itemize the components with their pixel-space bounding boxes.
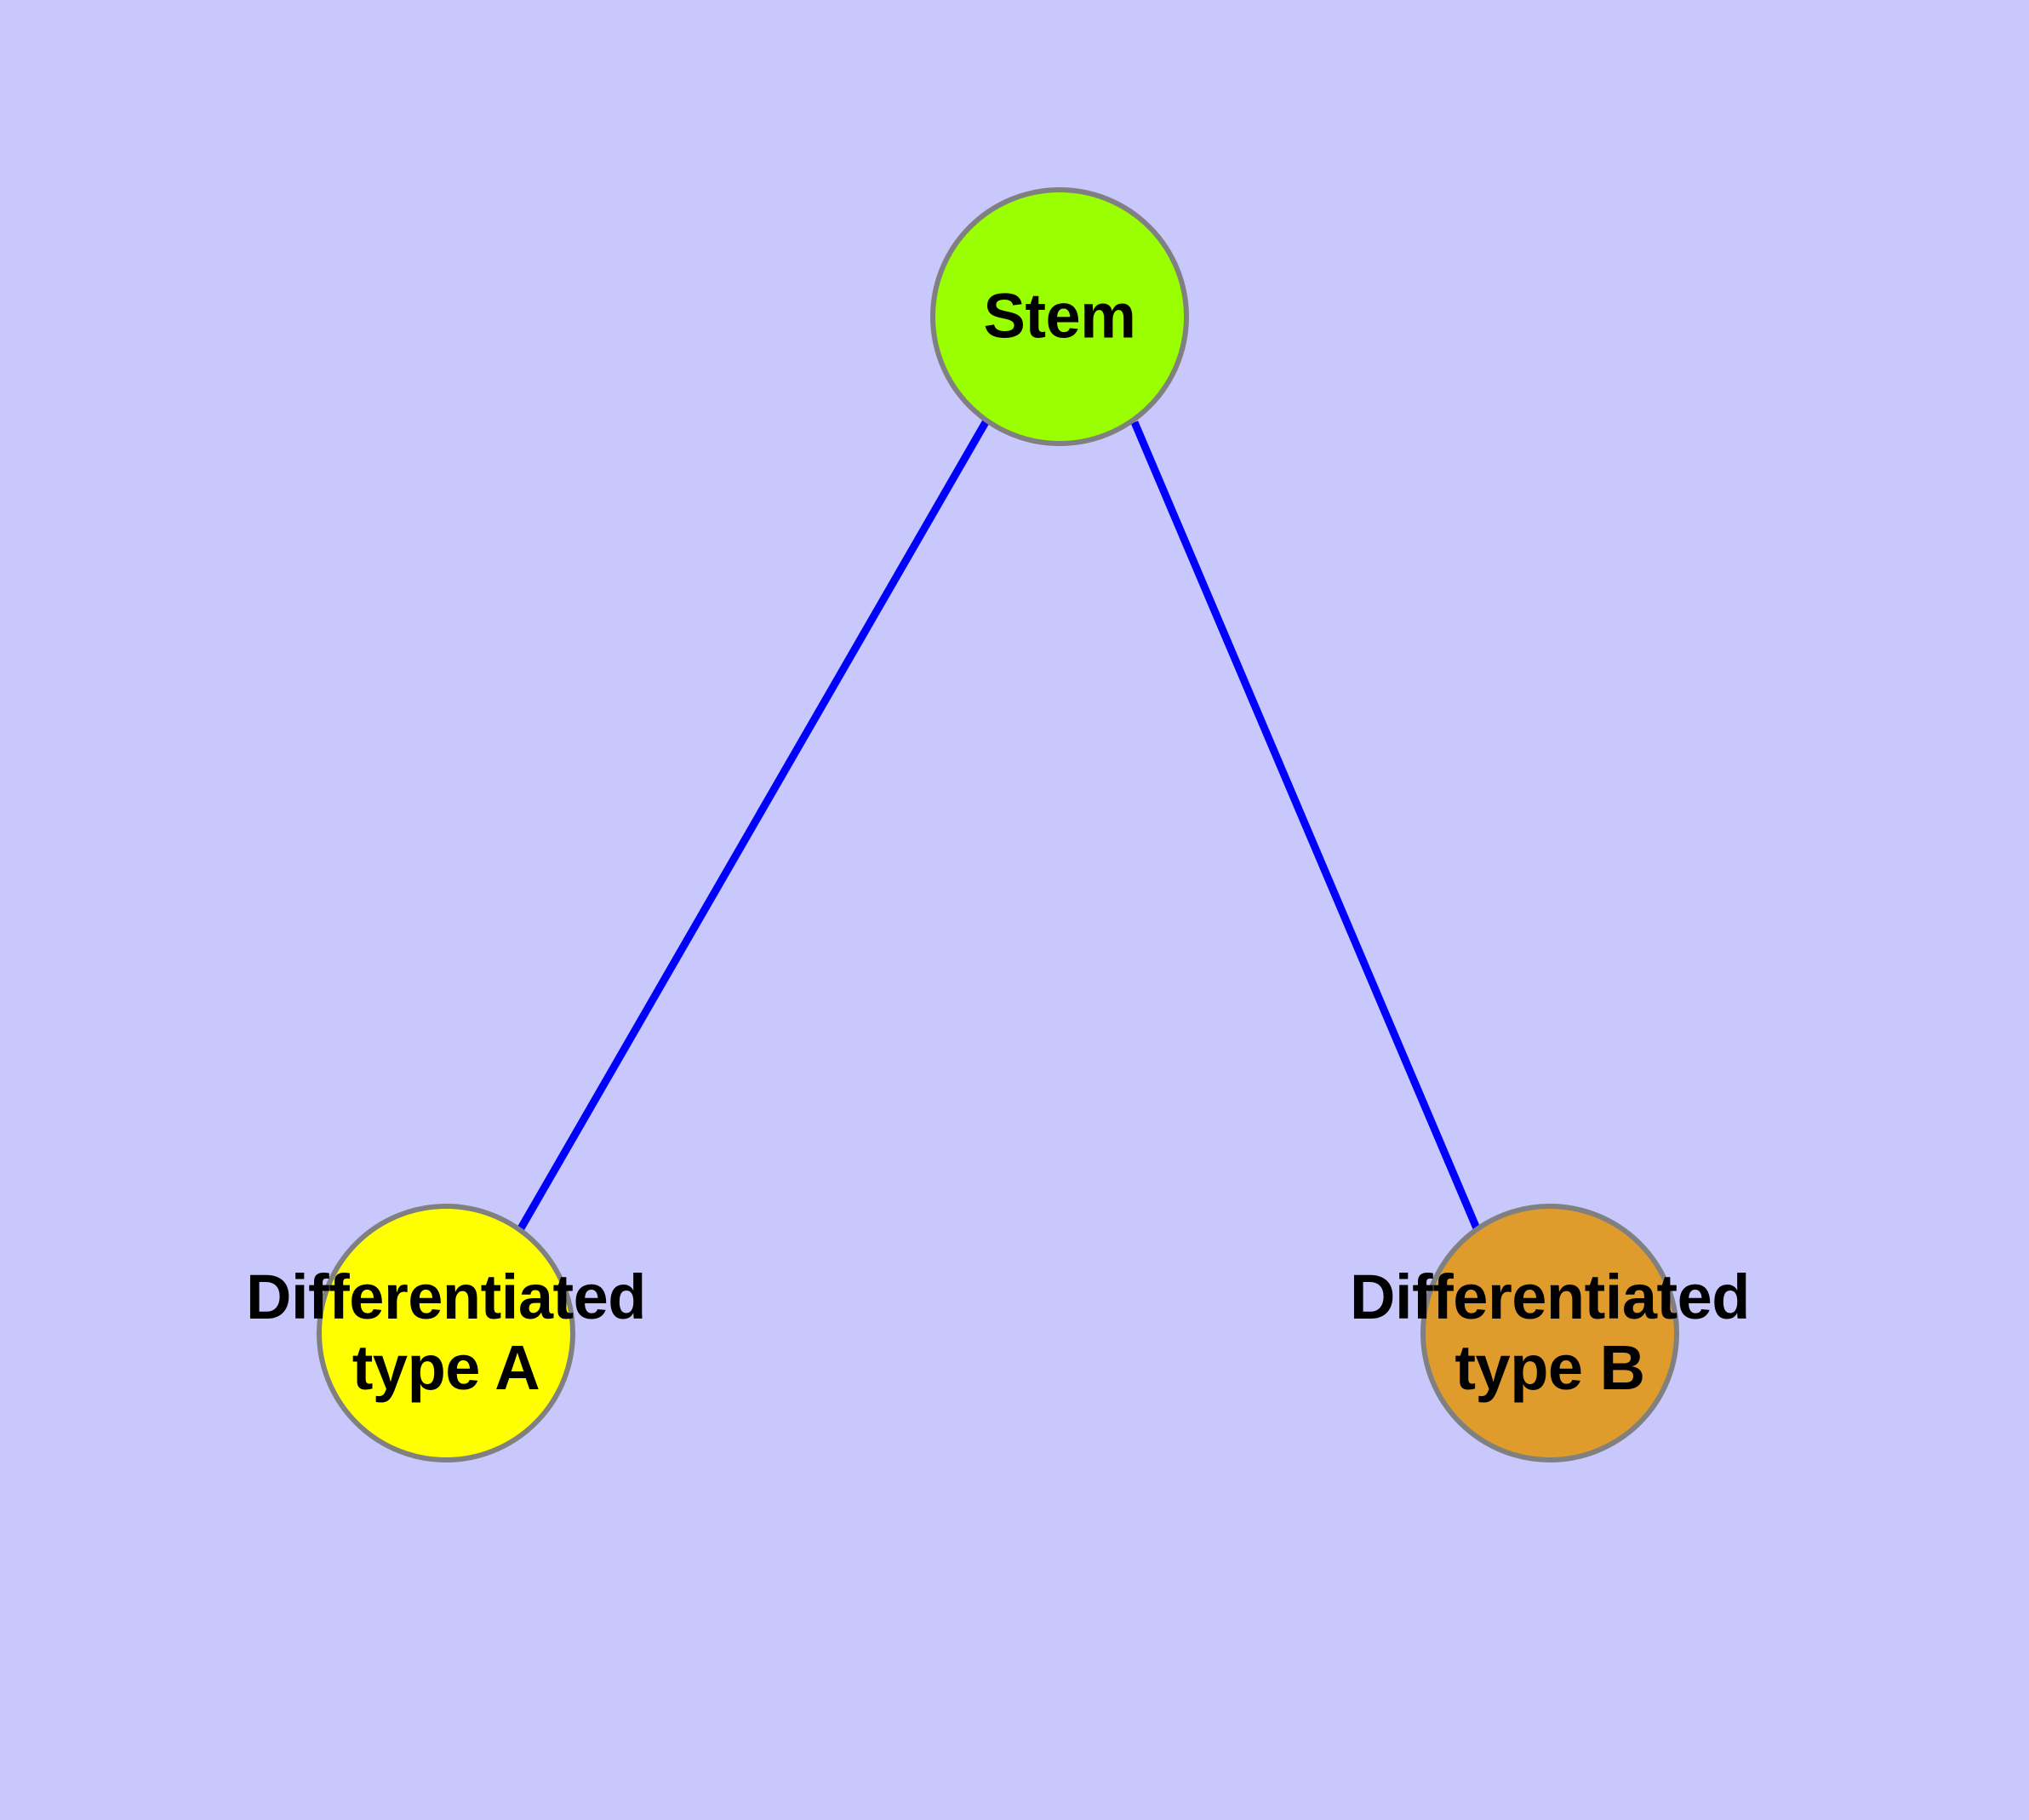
edge-layer [517,420,1481,1231]
graph-node-diff_a[interactable] [317,1204,575,1462]
graph-edge-stem-to-a[interactable] [517,420,989,1231]
graph-node-stem[interactable] [930,187,1189,446]
graph-node-diff_b[interactable] [1420,1204,1679,1462]
graph-edge-stem-to-b[interactable] [1130,421,1481,1230]
node-layer [317,187,1679,1462]
